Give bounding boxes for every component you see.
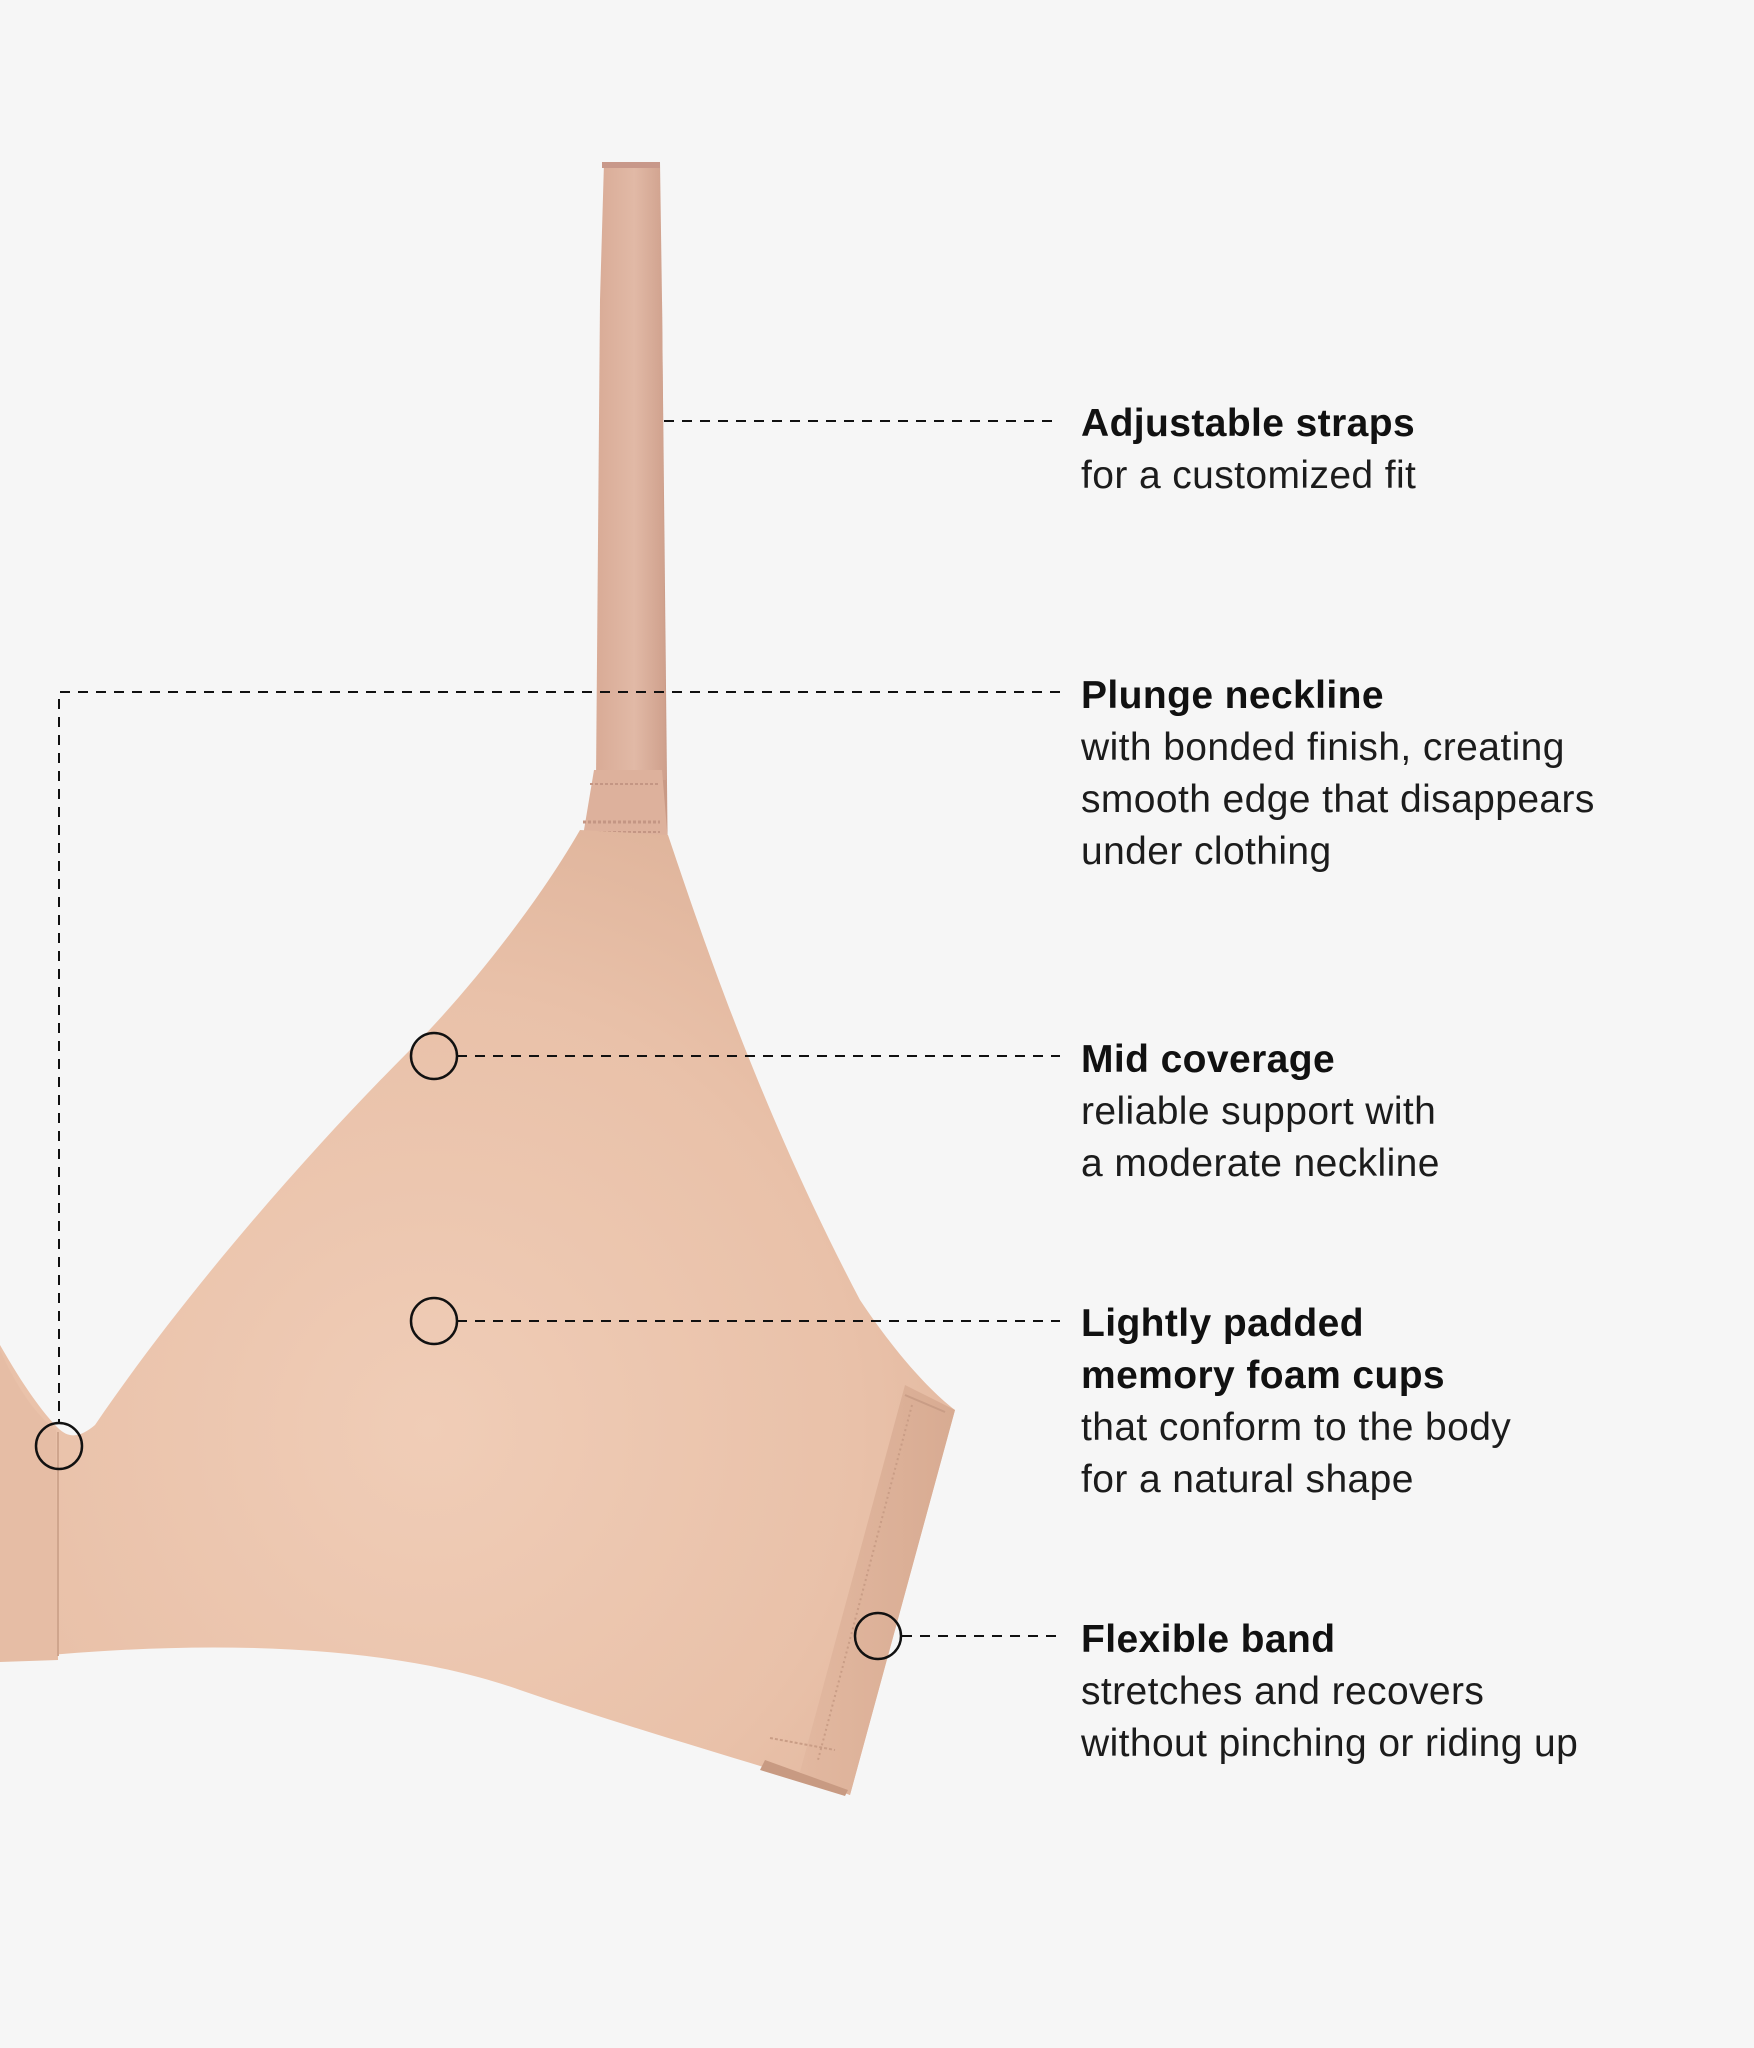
cup [0,830,955,1795]
feature-description: that conform to the body [1081,1406,1512,1449]
side-band [760,1385,955,1796]
feature-description: reliable support with [1081,1090,1437,1133]
feature-description: without pinching or riding up [1081,1722,1579,1765]
marker-plunge-neckline [34,1421,84,1471]
feature-description: with bonded finish, creating [1081,726,1565,769]
feature-title: Flexible band [1081,1618,1336,1661]
feature-description: a moderate neckline [1081,1142,1440,1185]
feature-adjustable-straps: Adjustable straps for a customized fit [1081,398,1741,502]
feature-plunge-neckline: Plunge neckline with bonded finish, crea… [1081,670,1741,878]
marker-flexible-band [853,1611,903,1661]
callout-markers [34,1031,903,1661]
feature-title: Adjustable straps [1081,402,1416,445]
feature-title: Lightly padded [1081,1302,1364,1345]
feature-description: for a customized fit [1081,454,1417,497]
shoulder-strap [596,162,668,880]
feature-title: Plunge neckline [1081,674,1384,717]
feature-mid-coverage: Mid coverage reliable support with a mod… [1081,1034,1741,1190]
feature-description: for a natural shape [1081,1458,1414,1501]
marker-mid-coverage [409,1031,459,1081]
feature-description: under clothing [1081,830,1332,873]
feature-title: Mid coverage [1081,1038,1336,1081]
callout-lines [58,420,1060,1637]
leader-plunge-neckline [58,691,1060,1424]
feature-flexible-band: Flexible band stretches and recovers wit… [1081,1614,1741,1770]
marker-lightly-padded [409,1296,459,1346]
feature-title: memory foam cups [1081,1354,1446,1397]
feature-description: stretches and recovers [1081,1670,1485,1713]
feature-description: smooth edge that disappears [1081,778,1595,821]
feature-lightly-padded: Lightly padded memory foam cups that con… [1081,1298,1741,1506]
